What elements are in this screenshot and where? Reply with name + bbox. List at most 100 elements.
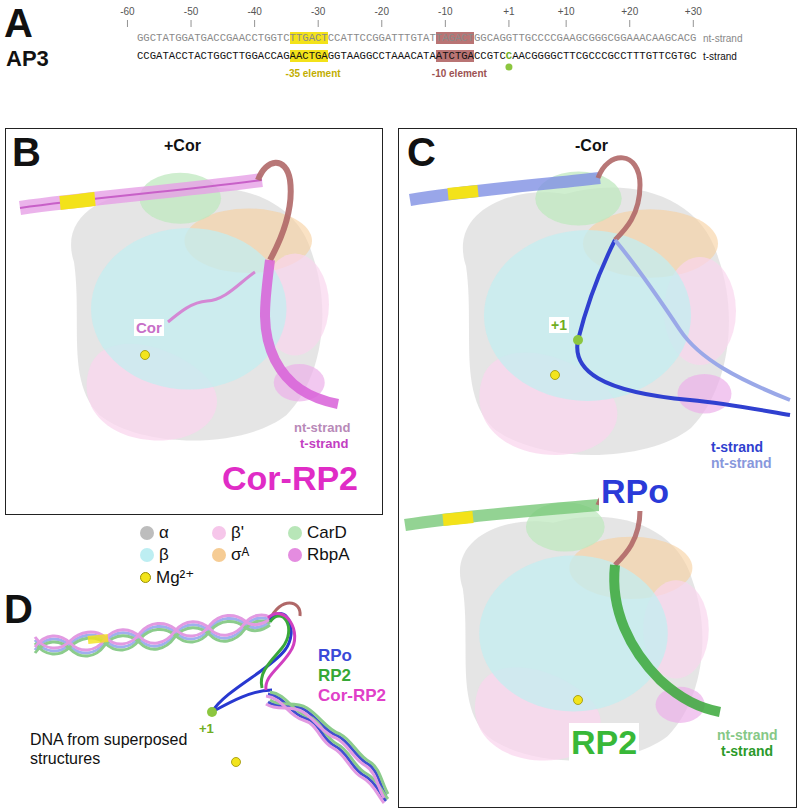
ruler-number: -60 — [120, 6, 134, 18]
rpo-structure — [410, 158, 790, 455]
ruler-number: +10 — [558, 6, 575, 18]
legend-swatch — [288, 526, 302, 540]
sequence-segment: GGTAAGGCCTAAACATA — [328, 50, 436, 62]
legend-swatch — [212, 526, 226, 540]
legend-swatch — [140, 526, 154, 540]
dna-duplex — [410, 178, 600, 200]
panel-box: B +CorCor nt-strandt-strandCor-RP2 — [5, 128, 383, 515]
strand-label: nt-strand — [715, 727, 780, 743]
strand-label: t-strand — [709, 439, 765, 455]
ruler-tick — [693, 20, 694, 27]
minus35-element — [448, 191, 478, 194]
legend-entry: β' — [212, 523, 244, 543]
ruler-tick — [254, 20, 255, 27]
ruler-number: +30 — [685, 6, 702, 18]
strand-label: t-strand — [703, 51, 737, 63]
downstream-dna — [266, 692, 388, 803]
ruler-number: -30 — [311, 6, 325, 18]
legend-entry: σᴬ — [212, 545, 249, 565]
ruler-tick — [629, 20, 630, 27]
structure-label: Cor-RP2 — [318, 686, 386, 706]
strand-label: nt-strand — [709, 455, 774, 471]
sequence-segment: CCATTCCGGATTTGTAT — [328, 32, 436, 44]
legend-swatch — [140, 548, 154, 562]
structure-label: RPo — [599, 472, 671, 511]
condition-label: +Cor — [164, 137, 201, 155]
t-strand-trace — [266, 613, 295, 690]
legend-swatch — [140, 572, 151, 583]
protein-label: Cor — [134, 319, 164, 336]
rnap-surface — [460, 502, 709, 760]
minus35-element — [60, 199, 95, 203]
panel-letter: C — [407, 129, 436, 175]
ruler-tick — [318, 20, 319, 27]
promoter-name: AP3 — [6, 46, 49, 71]
panel-letter: D — [4, 586, 33, 632]
rp2-structure — [405, 485, 720, 760]
dna-duplex — [405, 505, 600, 525]
minus35-element — [443, 517, 473, 520]
position-label: +1 — [549, 317, 569, 333]
dna-helix — [266, 696, 384, 803]
panel-letter: B — [12, 129, 41, 175]
plus1-nucleotide — [207, 707, 217, 717]
minus10-element — [258, 163, 291, 260]
ruler-number: -20 — [375, 6, 389, 18]
structure-label: Cor-RP2 — [220, 459, 360, 498]
sequence-segment: ATCTGA — [436, 50, 474, 62]
legend-label: σᴬ — [231, 545, 249, 565]
mg-ion — [574, 696, 583, 705]
strand-label: nt-strand — [292, 421, 352, 436]
mg-ion — [141, 351, 150, 360]
structure-label: RP2 — [318, 666, 351, 686]
sequence-segment: TTGACT — [290, 32, 328, 44]
panel-box: C-Cor+1t-strandnt-strandRPont-strandt-st… — [398, 128, 797, 808]
structure-label: RP2 — [569, 723, 639, 762]
sequence-segment: C — [506, 50, 512, 62]
ruler-number: -50 — [184, 6, 198, 18]
legend-swatch — [212, 548, 226, 562]
ruler-number: -10 — [438, 6, 452, 18]
dna-duplex — [614, 565, 720, 712]
sequence-segment: GGCTATGGATGACCGAACCTGGTC — [137, 32, 290, 44]
ruler-number: -40 — [247, 6, 261, 18]
ruler-tick — [191, 20, 192, 27]
dna-helix — [35, 621, 270, 656]
panel-letter: A — [4, 0, 33, 46]
sequence-segment: TAGACT — [436, 32, 474, 44]
sequence-segment: AACTGA — [290, 50, 328, 62]
panel-caption: DNA from superposed structures — [30, 730, 190, 768]
element-label: -35 element — [286, 68, 341, 80]
ruler-tick — [445, 20, 446, 27]
element-label: -10 element — [432, 68, 487, 80]
dna-duplex — [265, 260, 338, 404]
sequence-row: CCGATACCTACTGGCTTGGACCAGAACTGAGGTAAGGCCT… — [137, 50, 697, 64]
mg-ion — [551, 371, 560, 380]
position-label: +1 — [199, 722, 214, 737]
cor-rp2-structure — [20, 163, 338, 441]
ruler-tick — [566, 20, 567, 27]
nt-strand-trace — [615, 240, 790, 400]
t-strand-trace — [261, 616, 288, 688]
dna-strand — [20, 180, 262, 208]
rnap-surface — [463, 172, 736, 456]
ruler-tick — [508, 20, 509, 27]
strand-label: t-strand — [719, 743, 775, 759]
dna-helix — [35, 615, 270, 650]
legend-entry: CarD — [288, 523, 347, 543]
legend-entry: RbpA — [288, 545, 350, 565]
ruler-tick — [381, 20, 382, 27]
plus1-marker — [505, 64, 512, 71]
minus10-element — [598, 158, 640, 240]
legend-label: α — [159, 523, 169, 543]
strand-label: t-strand — [298, 437, 350, 452]
structure-label: RPo — [318, 646, 352, 666]
legend-label: CarD — [307, 523, 347, 543]
sequence-segment: CCGATACCTACTGGCTTGGACCAG — [137, 50, 290, 62]
t-strand-trace — [577, 240, 790, 415]
ruler-tick — [127, 20, 128, 27]
legend-swatch — [288, 548, 302, 562]
legend-label: β' — [231, 523, 244, 543]
legend-label: RbpA — [307, 545, 350, 565]
